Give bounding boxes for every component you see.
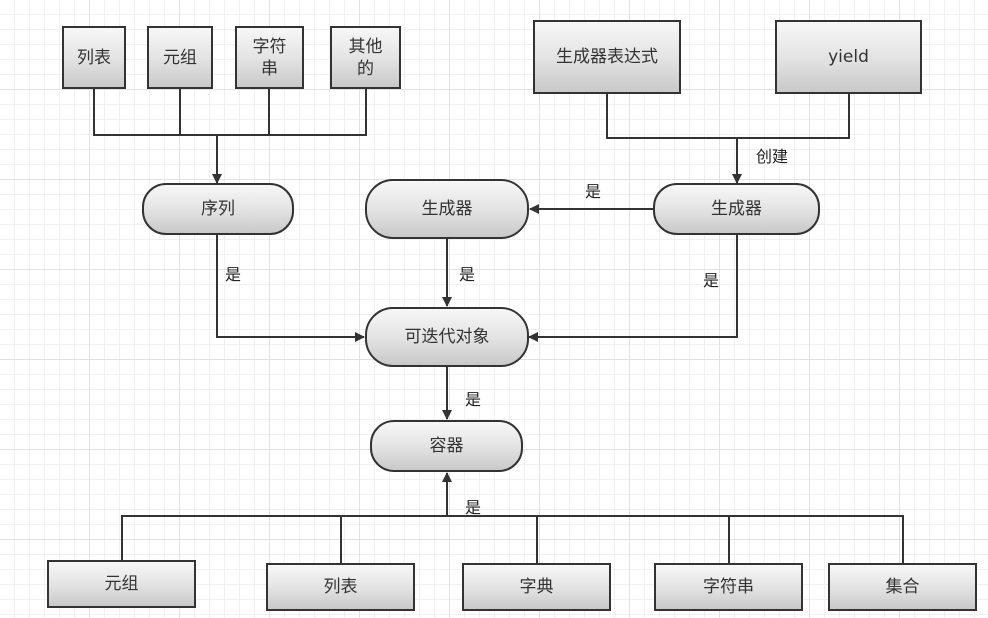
edge-label-bottom-to-container: 是 — [465, 498, 482, 517]
node-container[interactable]: 容器 — [370, 420, 523, 472]
edge-gen-right-to-iterable — [528, 234, 738, 342]
node-tuple-bottom[interactable]: 元组 — [47, 560, 196, 608]
node-string-bottom[interactable]: 字符串 — [654, 563, 803, 611]
edge-top-group-bus — [93, 88, 367, 136]
node-other-top[interactable]: 其他 的 — [330, 26, 401, 89]
node-tuple-top[interactable]: 元组 — [147, 26, 213, 89]
edge-label-sequence-to-iterable: 是 — [225, 265, 242, 284]
edge-bottom-bus — [121, 515, 904, 564]
edge-label-gen-right-to-left: 是 — [585, 182, 602, 201]
node-yield[interactable]: yield — [775, 20, 922, 94]
node-set-bottom[interactable]: 集合 — [828, 563, 977, 611]
node-generator-expression[interactable]: 生成器表达式 — [533, 20, 681, 94]
node-iterable[interactable]: 可迭代对象 — [365, 307, 529, 367]
edge-label-gen-right-to-iterable: 是 — [703, 271, 720, 290]
node-list-bottom[interactable]: 列表 — [266, 563, 415, 611]
node-list-top[interactable]: 列表 — [62, 26, 126, 89]
node-generator-right[interactable]: 生成器 — [653, 183, 820, 235]
edge-sequence-to-iterable — [216, 234, 365, 342]
edge-label-create: 创建 — [756, 147, 789, 166]
edge-label-gen-left-to-iterable: 是 — [459, 265, 476, 284]
node-sequence[interactable]: 序列 — [142, 183, 294, 235]
edge-generator-bus — [606, 93, 850, 139]
node-generator-left[interactable]: 生成器 — [365, 179, 529, 239]
edge-label-iterable-to-container: 是 — [465, 390, 482, 409]
node-string-top[interactable]: 字符 串 — [235, 26, 304, 89]
node-dict-bottom[interactable]: 字典 — [462, 563, 611, 611]
